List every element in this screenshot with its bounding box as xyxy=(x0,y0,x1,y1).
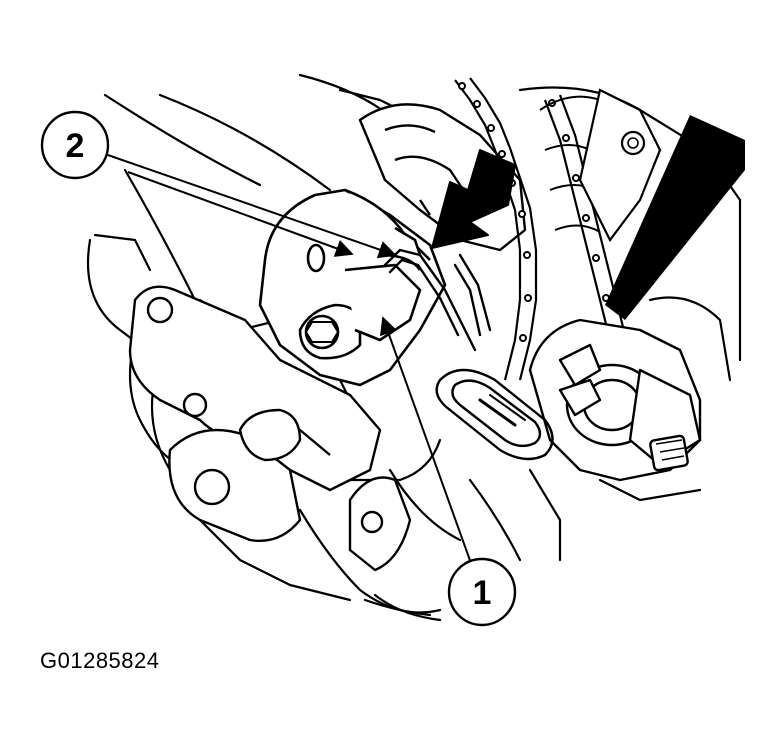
callout-leaders xyxy=(104,153,473,567)
callout-2: 2 xyxy=(40,110,110,180)
callout-1: 1 xyxy=(447,557,517,627)
chain-guide xyxy=(578,88,745,320)
crankshaft-sprocket xyxy=(528,318,702,482)
direction-arrow xyxy=(431,149,516,249)
callout-2-leader-upper xyxy=(104,153,397,259)
tensioner-retaining-pin xyxy=(383,248,492,352)
chain-tensioner xyxy=(258,188,447,387)
mounting-bracket xyxy=(128,285,412,572)
callout-2-label: 2 xyxy=(66,127,85,165)
callout-2-leader-lower xyxy=(127,171,354,257)
tensioner-arm xyxy=(435,368,554,461)
callout-1-label: 1 xyxy=(473,574,492,612)
callout-1-leader xyxy=(380,316,473,567)
figure-id: G01285824 xyxy=(40,648,160,673)
timing-chain xyxy=(454,77,627,381)
